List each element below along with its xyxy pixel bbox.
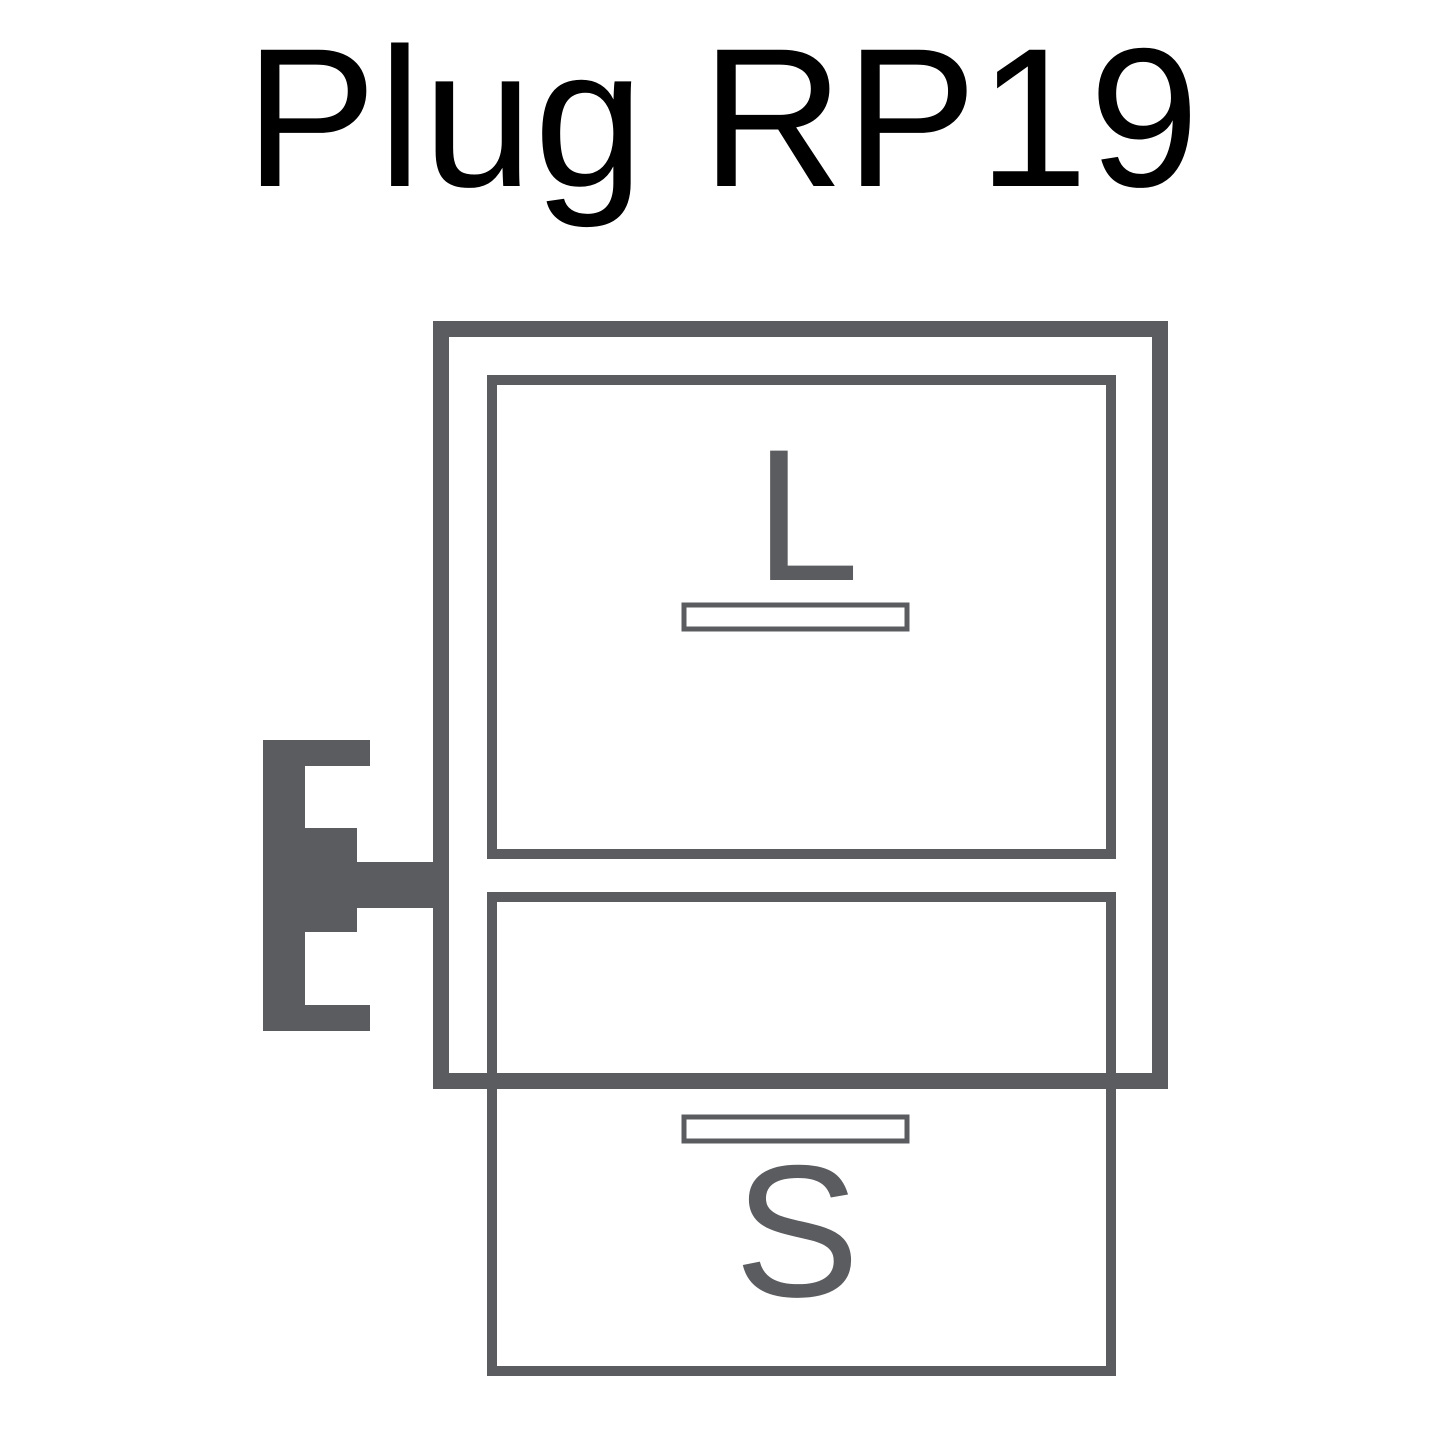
terminal-slot-top xyxy=(681,602,910,632)
latch-key xyxy=(263,740,442,1031)
terminal-slot-bottom xyxy=(681,1114,910,1144)
terminal-label-top: L xyxy=(755,410,860,620)
terminal-box-bottom xyxy=(487,892,1116,1376)
terminal-label-bottom: S xyxy=(734,1126,859,1336)
page-title: Plug RP19 xyxy=(244,7,1201,228)
plug-housing xyxy=(433,321,1168,1089)
terminal-box-top xyxy=(487,375,1116,859)
